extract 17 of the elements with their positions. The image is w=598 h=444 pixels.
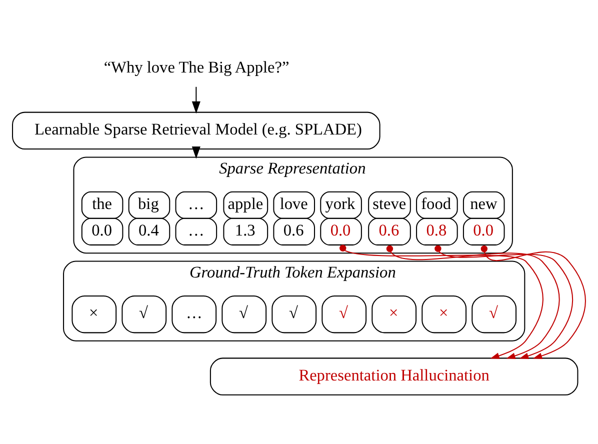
arrow: [192, 146, 200, 158]
node-box: √: [122, 294, 167, 333]
node-box: ×: [72, 294, 117, 333]
node-box: Representation Hallucination: [210, 357, 578, 395]
arrow: [434, 244, 573, 359]
node-box: √: [272, 294, 317, 333]
node-text: “Why love The Big Apple?”: [104, 56, 290, 76]
node-box: √: [472, 294, 517, 333]
node-box: ×: [422, 294, 467, 333]
node-box: √: [322, 294, 367, 333]
node-box: …: [172, 294, 217, 333]
node-box: √: [222, 294, 267, 333]
node-box: ×: [372, 294, 417, 333]
arrow: [192, 86, 200, 114]
arrow: [340, 244, 544, 358]
arrow: [386, 244, 560, 358]
arrow: [480, 244, 586, 358]
